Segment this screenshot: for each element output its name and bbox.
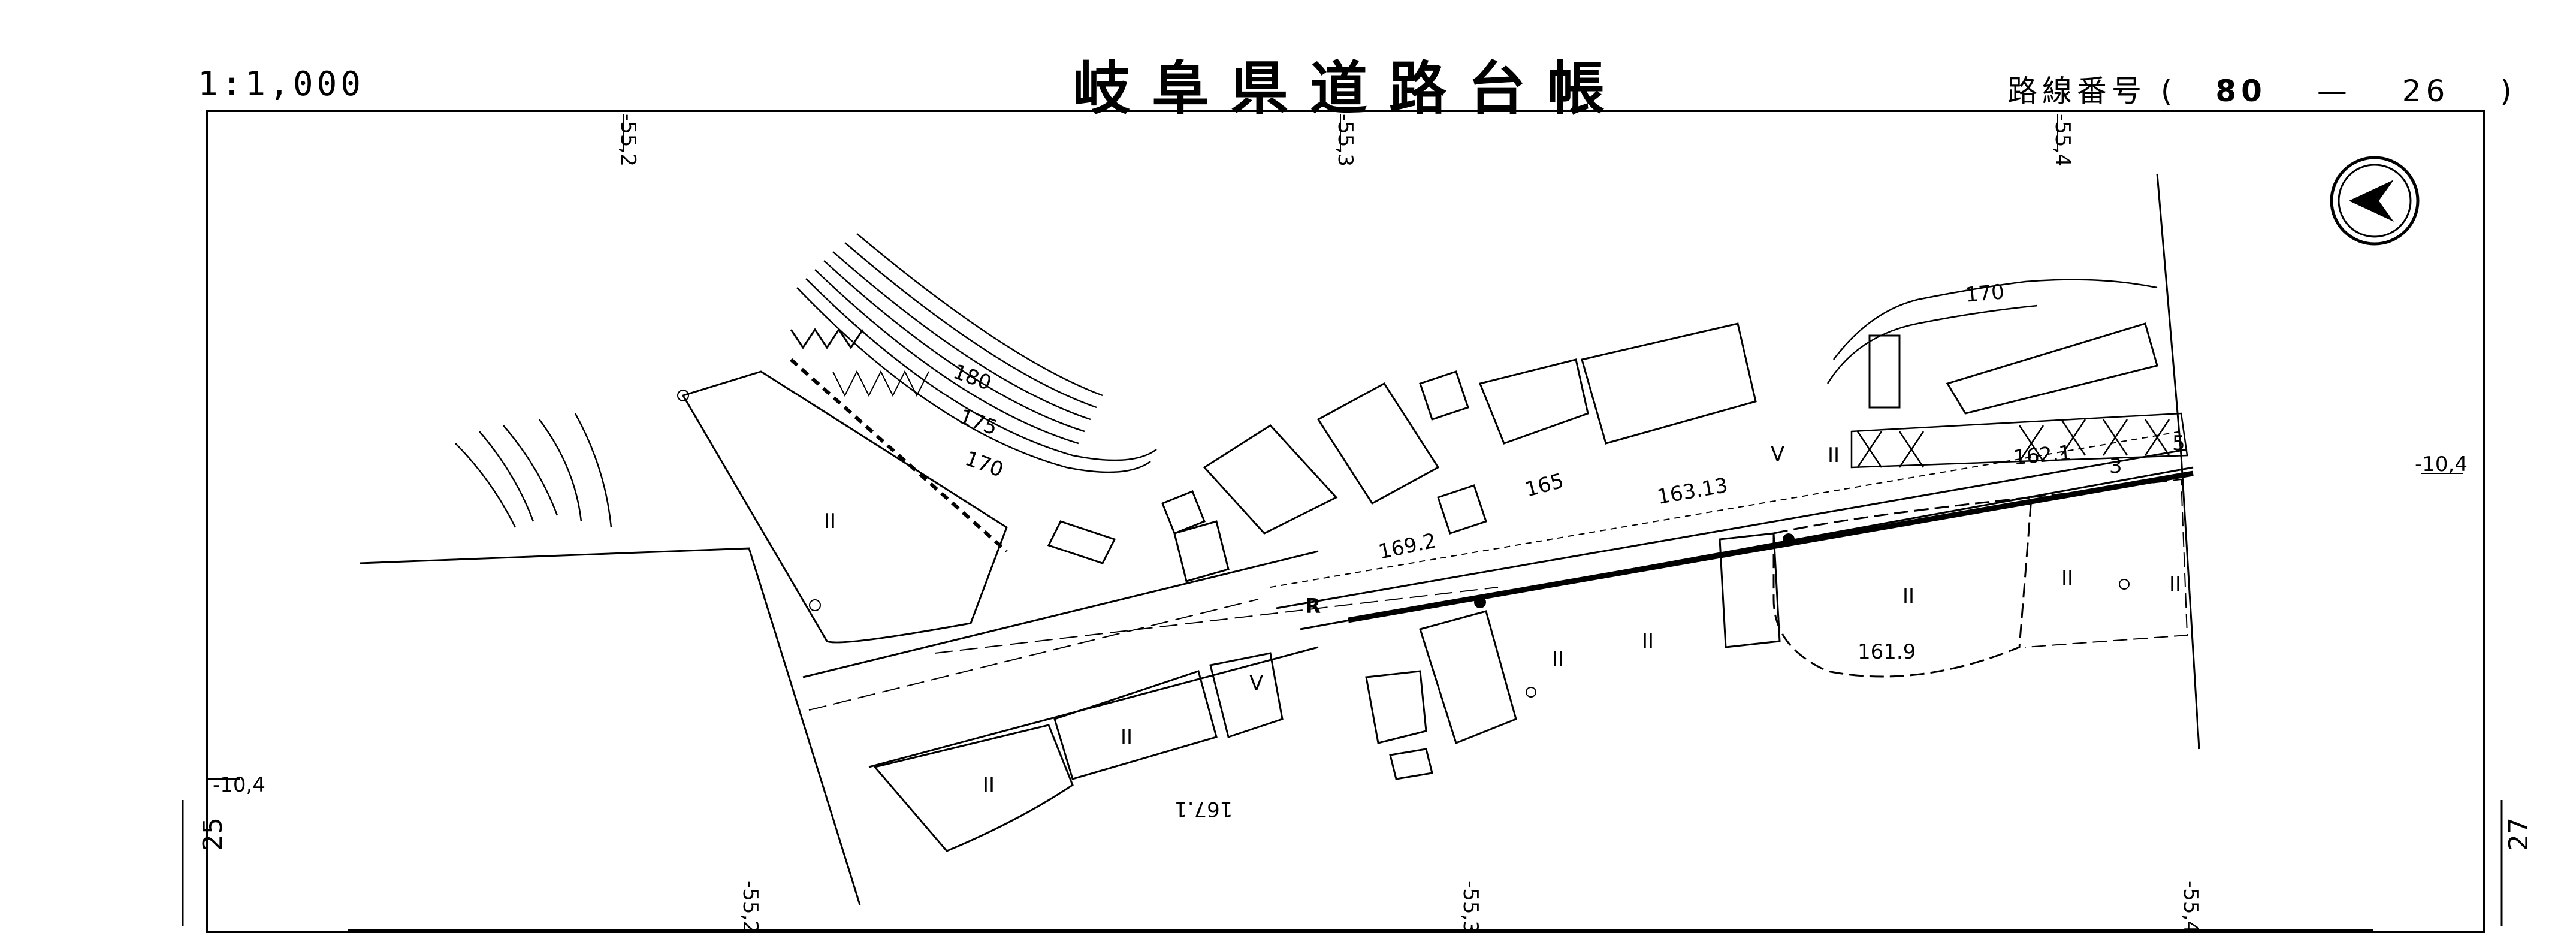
lot-mark: II <box>1902 584 1915 608</box>
north-arrow <box>2330 156 2420 246</box>
lot-mark: II <box>1121 725 1133 749</box>
contour-label: 170 <box>1964 280 2006 307</box>
lot-mark: II <box>983 773 995 797</box>
coord-right: -10,4 <box>2415 452 2468 476</box>
lower-parcels <box>873 652 1284 852</box>
buildings <box>1047 322 2158 780</box>
road-mark: R <box>1305 594 1321 618</box>
coord-left: -10,4 <box>213 773 265 797</box>
route-close: ) <box>2500 74 2517 108</box>
route-open: ( <box>2160 74 2178 108</box>
right-parcel <box>1772 496 2033 678</box>
elevation-label: 167.1 <box>1174 797 1233 821</box>
elevation-label: 162.1 <box>2012 440 2073 470</box>
route-sub-number: 26 <box>2402 74 2450 108</box>
main-road <box>802 431 2194 768</box>
survey-boundary <box>359 173 2200 905</box>
route-label: 路線番号 <box>2007 74 2146 108</box>
route-dash: — <box>2317 74 2352 108</box>
map-frame <box>206 110 2485 933</box>
contour-lines <box>455 233 2158 528</box>
retaining-wall <box>1850 412 2188 469</box>
lot-mark: II <box>1828 443 1840 467</box>
lot-mark: II <box>1552 647 1565 671</box>
route-number: 路線番号 ( 80 — 26 ) <box>2007 67 2517 110</box>
elevation-label: 161.9 <box>1858 640 1916 664</box>
distance-mark: 3 <box>2109 454 2122 478</box>
lot-mark: II <box>824 509 836 533</box>
lot-mark: II <box>2061 566 2074 590</box>
lot-mark: V <box>1771 442 1785 466</box>
distance-mark: 5 <box>2172 431 2185 455</box>
lot-mark: II <box>2169 572 2182 596</box>
lot-mark: V <box>1249 671 1264 695</box>
map-scale: 1:1,000 <box>198 65 365 104</box>
triangular-parcel <box>681 370 1008 644</box>
lot-mark: II <box>1642 629 1654 653</box>
route-main-number: 80 <box>2215 74 2267 108</box>
